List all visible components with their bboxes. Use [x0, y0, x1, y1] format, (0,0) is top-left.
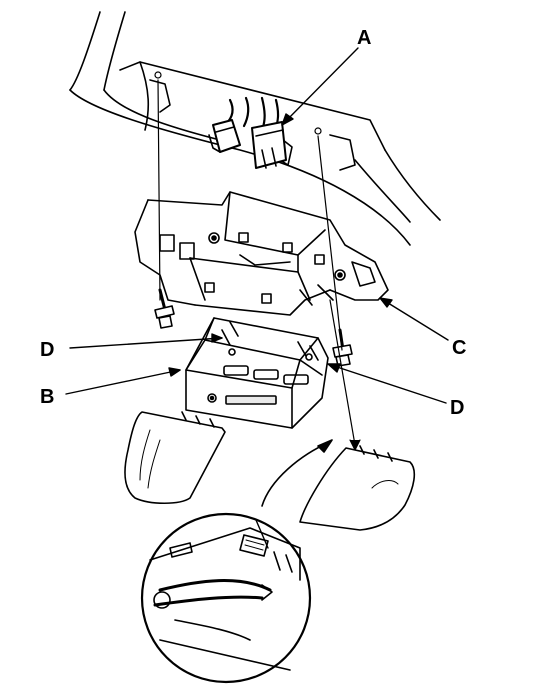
installation-guide-lines — [154, 71, 361, 451]
roof-headliner — [69, 11, 441, 246]
callout-label-d-lower: D — [450, 397, 465, 419]
map-light-housing — [185, 317, 329, 429]
callout-label-a: A — [357, 27, 372, 49]
detail-magnifier — [140, 512, 312, 684]
callout-label-c: C — [452, 337, 467, 359]
mounting-screws — [154, 288, 353, 367]
lens-right — [261, 439, 416, 531]
callout-leaders — [65, 47, 449, 404]
console-bracket — [134, 191, 389, 316]
callout-label-d-upper: D — [40, 339, 55, 361]
harness-connectors — [208, 96, 287, 169]
callout-label-b: B — [40, 386, 55, 408]
lens-left — [124, 411, 226, 505]
